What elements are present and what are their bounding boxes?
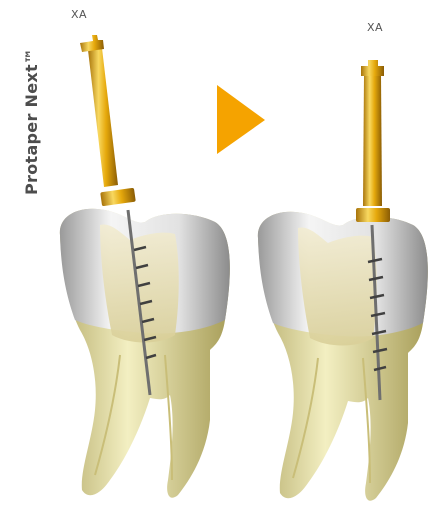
tooth-right [258,60,428,501]
tooth-left [60,35,230,498]
transition-arrow [217,85,265,154]
